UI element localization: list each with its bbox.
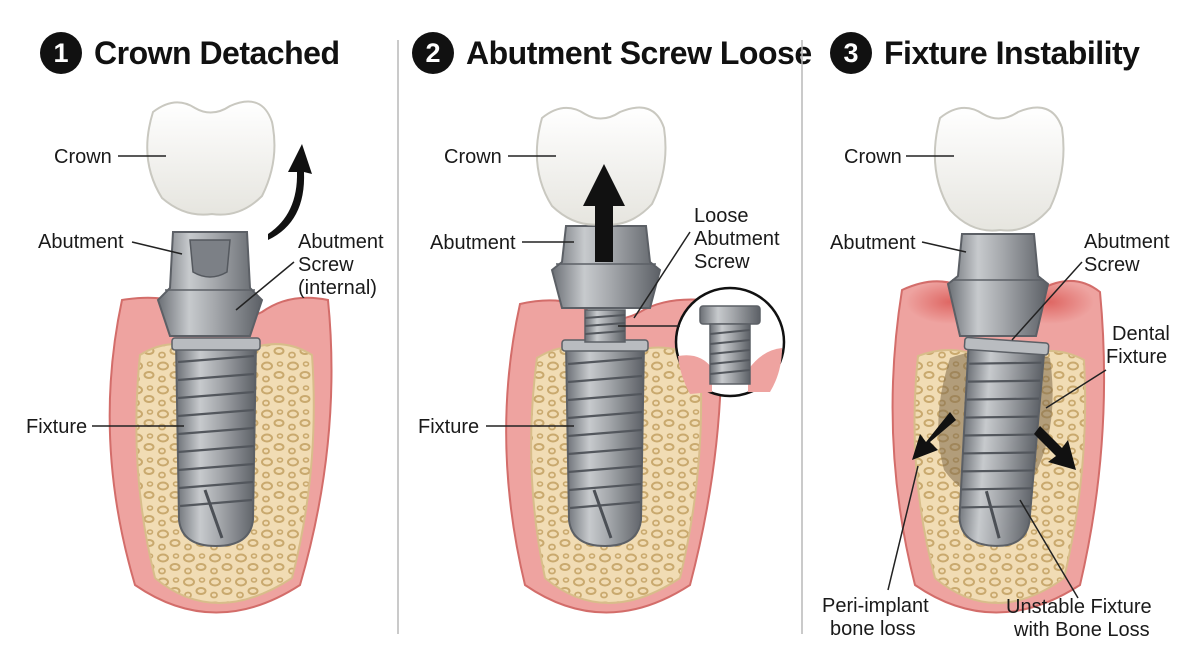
tilted-implant-fixture (958, 336, 1050, 547)
crown (933, 106, 1065, 232)
implant-fixture (174, 341, 258, 548)
panel-2-fixture-label: Fixture (418, 416, 479, 438)
panel-1-fixture-label: Fixture (26, 416, 87, 438)
panel-3-illustration (891, 106, 1106, 614)
panel-2-screw-label-line-1: Loose (694, 205, 749, 227)
panel-1-number-badge: 1 (40, 32, 82, 74)
panel-1-screw-label-line-1: Abutment (298, 231, 384, 253)
detach-arrow-icon (268, 144, 312, 240)
fixture-threads (567, 356, 643, 510)
panel-3-callout-lines (887, 155, 1107, 599)
panel-1-callout-lines (92, 155, 295, 427)
panel-2-title: Abutment Screw Loose (466, 34, 812, 71)
fixture-threads (177, 354, 255, 508)
panel-3-heading: 3 Fixture Instability (830, 30, 1140, 76)
panel-2-screw-label-line-3: Screw (694, 251, 750, 273)
abutment (946, 233, 1050, 337)
tilt-arrow-icon (912, 412, 956, 460)
panel-1-illustration (108, 100, 333, 614)
panel-2-number-badge: 2 (412, 32, 454, 74)
panel-3-screw-label-line-2: Screw (1084, 254, 1140, 276)
panel-1-abutment-label: Abutment (38, 231, 124, 253)
panel-1-crown-label: Crown (54, 146, 112, 168)
pull-up-arrow-icon (583, 164, 625, 262)
panel-3-fixture-label-line-1: Dental (1112, 323, 1170, 345)
panel-3-bone-loss-label-line-2: bone loss (830, 618, 916, 640)
panel-3-unstable-label-line-2: with Bone Loss (1013, 619, 1150, 641)
panel-2-crown-label: Crown (444, 146, 502, 168)
panel-1-title: Crown Detached (94, 34, 340, 71)
panel-3-fixture-label-line-2: Fixture (1106, 346, 1167, 368)
panel-2-screw-label-line-2: Abutment (694, 228, 780, 250)
panel-1-screw-label-line-3: (internal) (298, 277, 377, 299)
panel-3-bone-loss-label-line-1: Peri-implant (822, 595, 929, 617)
panel-2-illustration (505, 106, 786, 614)
crown (535, 106, 667, 226)
panel-3-number-badge: 3 (830, 32, 872, 74)
panel-1-heading: 1 Crown Detached (40, 30, 340, 76)
panel-2-heading: 2 Abutment Screw Loose (412, 30, 812, 76)
implant-fixture (564, 343, 646, 548)
panel-2-abutment-label: Abutment (430, 232, 516, 254)
panel-1-screw-label-line-2: Screw (298, 254, 354, 276)
panel-3-crown-label: Crown (844, 146, 902, 168)
panel-3-screw-label-line-1: Abutment (1084, 231, 1170, 253)
panel-3-title: Fixture Instability (884, 34, 1140, 71)
screw-threads (584, 314, 626, 335)
crown (146, 100, 276, 216)
panel-2-callout-lines (486, 155, 691, 427)
tilt-arrow-icon (1034, 426, 1076, 470)
magnifier-inset-icon (674, 286, 786, 398)
panel-3-abutment-label: Abutment (830, 232, 916, 254)
panel-3-unstable-label-line-1: Unstable Fixture (1006, 596, 1152, 618)
